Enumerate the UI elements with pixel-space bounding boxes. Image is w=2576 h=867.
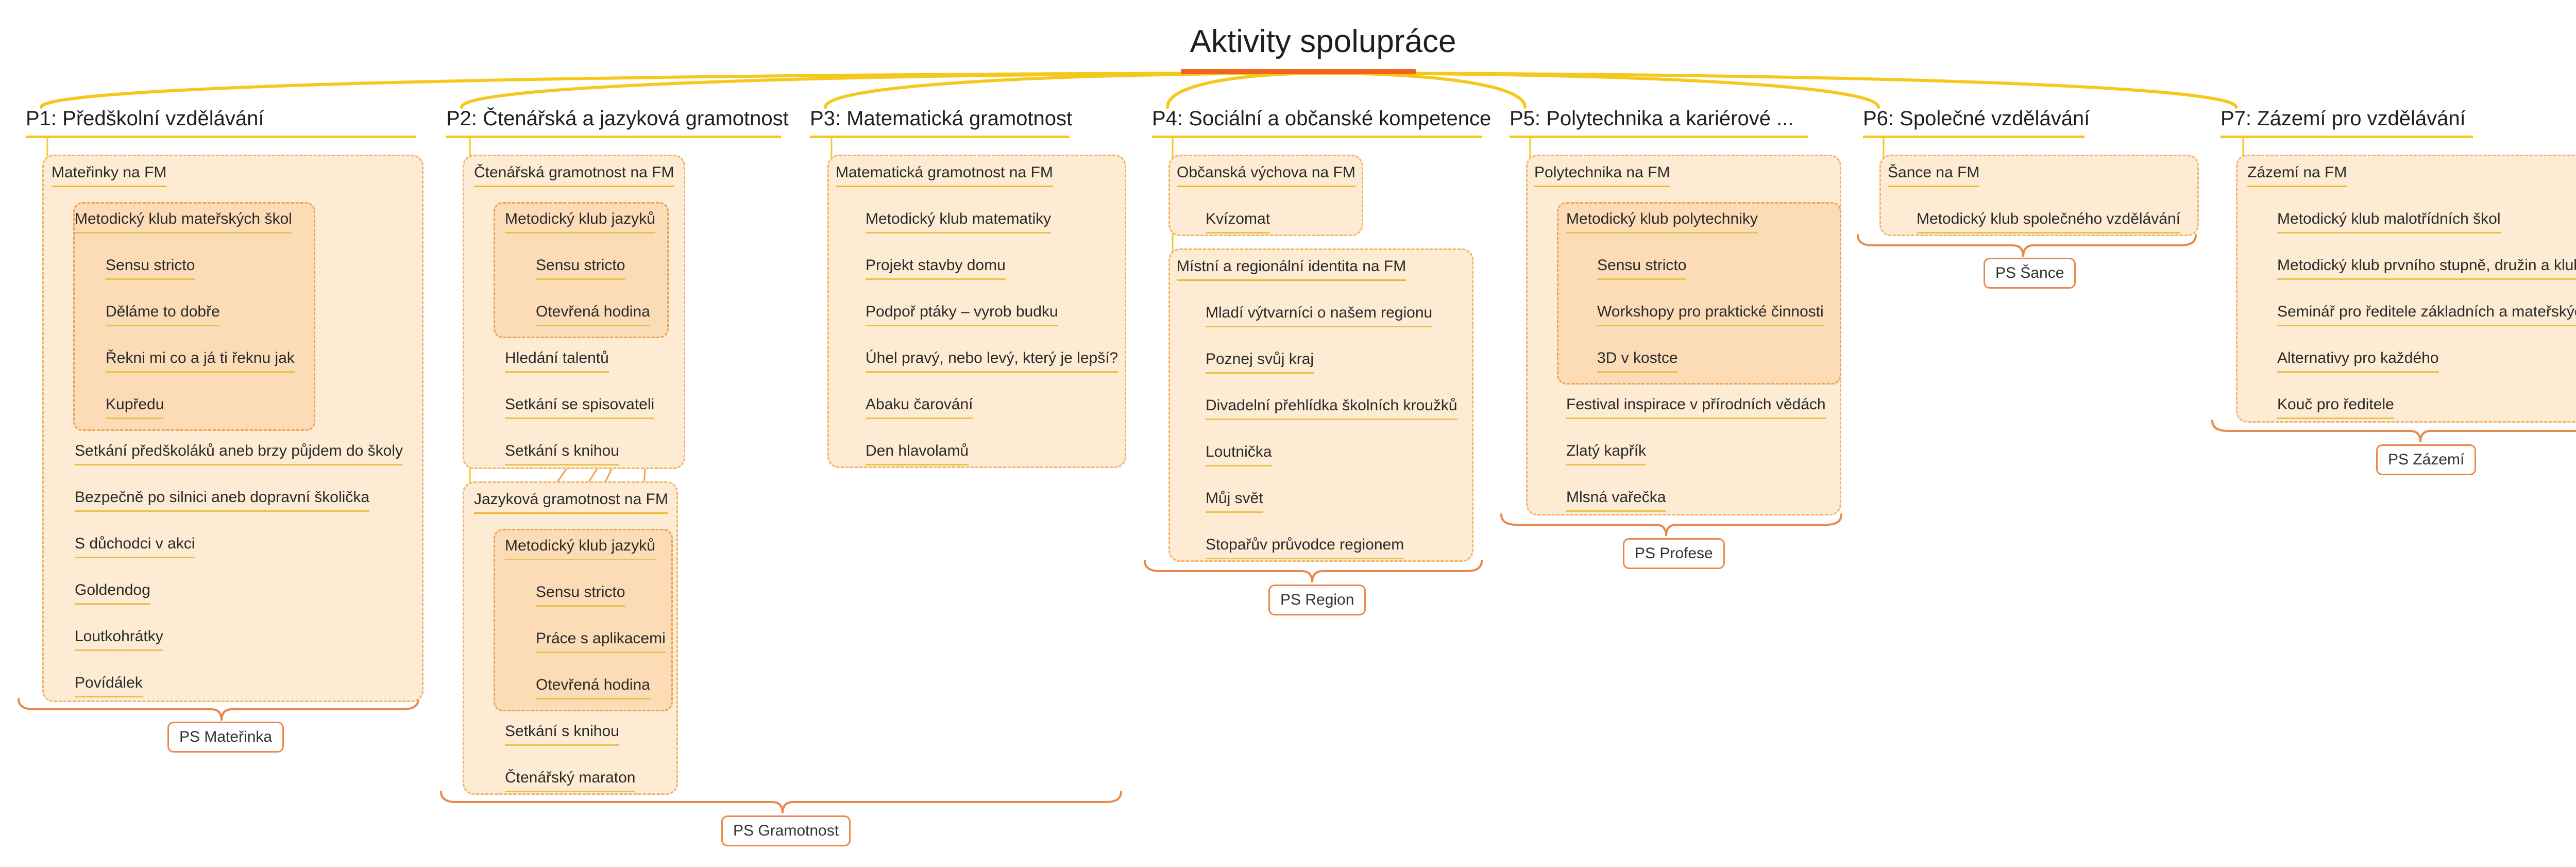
central-topic[interactable]: Aktivity spolupráce	[1190, 24, 1456, 59]
subtopic[interactable]: Můj svět	[1206, 490, 1263, 513]
summary-brace	[18, 698, 419, 721]
subtopic[interactable]: Seminář pro ředitele základních a mateřs…	[2277, 303, 2576, 326]
branch-connector	[1321, 72, 1527, 109]
subtopic[interactable]: Setkání s knihou	[505, 723, 619, 746]
leaf-topic[interactable]: Workshopy pro praktické činnosti	[1597, 303, 1824, 326]
subtopic[interactable]: Abaku čarování	[866, 396, 973, 419]
summary-brace	[1144, 560, 1483, 583]
subtopic[interactable]: Divadelní přehlídka školních kroužků	[1206, 397, 1458, 420]
subtopic[interactable]: S důchodci v akci	[75, 535, 195, 558]
subtopic[interactable]: Goldendog	[75, 581, 150, 605]
subtopic[interactable]: Alternativy pro každého	[2277, 349, 2439, 373]
group-topic[interactable]: Zázemí na FM	[2247, 164, 2347, 187]
subtopic[interactable]: Metodický klub jazyků	[505, 210, 655, 234]
summary-brace	[1500, 513, 1842, 537]
subtopic[interactable]: Stopařův průvodce regionem	[1206, 536, 1404, 559]
branch-connector	[40, 72, 1325, 109]
group-topic[interactable]: Místní a regionální identita na FM	[1177, 258, 1406, 281]
central-topic-underline	[1181, 69, 1416, 74]
group-topic[interactable]: Šance na FM	[1888, 164, 1980, 187]
group-boundary	[2236, 155, 2576, 423]
subgroup-boundary	[73, 202, 315, 431]
group-boundary	[1168, 248, 1473, 562]
branch-topic[interactable]: P1: Předškolní vzdělávání	[26, 107, 416, 138]
subtopic[interactable]: Metodický klub malotřídních škol	[2277, 210, 2501, 234]
group-topic[interactable]: Občanská výchova na FM	[1177, 164, 1355, 187]
branch-connector	[1321, 72, 2238, 109]
group-topic[interactable]: Čtenářská gramotnost na FM	[474, 164, 674, 187]
leaf-topic[interactable]: Sensu stricto	[536, 257, 625, 280]
subtopic[interactable]: Setkání s knihou	[505, 442, 619, 465]
branch-topic[interactable]: P2: Čtenářská a jazyková gramotnost	[446, 107, 789, 138]
subtopic[interactable]: Projekt stavby domu	[866, 257, 1006, 280]
summary-topic[interactable]: PS Profese	[1623, 538, 1725, 569]
group-topic[interactable]: Mateřinky na FM	[52, 164, 167, 187]
leaf-topic[interactable]: Otevřená hodina	[536, 303, 650, 326]
summary-topic[interactable]: PS Zázemí	[2376, 444, 2477, 475]
subtopic[interactable]: Mladí výtvarníci o našem regionu	[1206, 304, 1433, 327]
subtopic[interactable]: Metodický klub matematiky	[866, 210, 1052, 234]
subtopic[interactable]: Bezpečně po silnici aneb dopravní školič…	[75, 489, 370, 512]
branch-topic[interactable]: P5: Polytechnika a kariérové ...	[1510, 107, 1808, 138]
subgroup-boundary	[494, 202, 669, 338]
branch-topic[interactable]: P7: Zázemí pro vzdělávání	[2221, 107, 2473, 138]
summary-topic[interactable]: PS Region	[1268, 585, 1366, 615]
subtopic[interactable]: Čtenářský maraton	[505, 769, 636, 792]
leaf-topic[interactable]: Kupředu	[106, 396, 164, 419]
subtopic[interactable]: Metodický klub společného vzdělávání	[1917, 210, 2180, 234]
branch-connector	[1166, 72, 1325, 109]
group-boundary	[1879, 155, 2199, 236]
group-topic[interactable]: Jazyková gramotnost na FM	[474, 491, 668, 514]
summary-brace	[440, 791, 1122, 814]
subtopic[interactable]: Hledání talentů	[505, 349, 609, 373]
leaf-topic[interactable]: Sensu stricto	[106, 257, 195, 280]
group-topic[interactable]: Polytechnika na FM	[1534, 164, 1670, 187]
subtopic[interactable]: Povídálek	[75, 674, 143, 697]
subtopic[interactable]: Metodický klub mateřských škol	[75, 210, 292, 234]
subtopic[interactable]: Setkání se spisovateli	[505, 396, 655, 419]
leaf-topic[interactable]: Práce s aplikacemi	[536, 630, 666, 653]
summary-brace	[1857, 234, 2197, 257]
subtopic[interactable]: Festival inspirace v přírodních vědách	[1566, 396, 1826, 419]
leaf-topic[interactable]: Sensu stricto	[536, 583, 625, 607]
subtopic[interactable]: Úhel pravý, nebo levý, který je lepší?	[866, 349, 1118, 373]
subtopic[interactable]: Metodický klub prvního stupně, družin a …	[2277, 257, 2576, 280]
summary-topic[interactable]: PS Šance	[1984, 258, 2076, 289]
subtopic[interactable]: Kvízomat	[1206, 210, 1270, 234]
leaf-topic[interactable]: Sensu stricto	[1597, 257, 1687, 280]
subtopic[interactable]: Kouč pro ředitele	[2277, 396, 2394, 419]
leaf-topic[interactable]: Řekni mi co a já ti řeknu jak	[106, 349, 295, 373]
group-boundary	[1168, 155, 1363, 236]
subtopic[interactable]: Mlsná vařečka	[1566, 489, 1666, 512]
summary-brace	[2211, 420, 2576, 443]
subtopic[interactable]: Metodický klub polytechniky	[1566, 210, 1758, 234]
subtopic[interactable]: Setkání předškoláků aneb brzy půjdem do …	[75, 442, 403, 465]
subtopic[interactable]: Loutkohrátky	[75, 628, 163, 651]
branch-topic[interactable]: P3: Matematická gramotnost	[810, 107, 1072, 138]
subtopic[interactable]: Poznej svůj kraj	[1206, 351, 1314, 374]
subtopic[interactable]: Podpoř ptáky – vyrob budku	[866, 303, 1058, 326]
subtopic[interactable]: Metodický klub jazyků	[505, 537, 655, 560]
group-boundary	[827, 155, 1126, 468]
subtopic[interactable]: Zlatý kapřík	[1566, 442, 1647, 465]
branch-topic[interactable]: P6: Společné vzdělávání	[1863, 107, 2090, 138]
leaf-topic[interactable]: Děláme to dobře	[106, 303, 220, 326]
group-topic[interactable]: Matematická gramotnost na FM	[836, 164, 1053, 187]
subtopic[interactable]: Den hlavolamů	[866, 442, 969, 465]
branch-topic[interactable]: P4: Sociální a občanské kompetence	[1152, 107, 1491, 138]
summary-topic[interactable]: PS Mateřinka	[167, 722, 284, 753]
leaf-topic[interactable]: Otevřená hodina	[536, 676, 650, 699]
summary-topic[interactable]: PS Gramotnost	[721, 815, 851, 846]
leaf-topic[interactable]: 3D v kostce	[1597, 349, 1678, 373]
subtopic[interactable]: Loutnička	[1206, 443, 1272, 466]
